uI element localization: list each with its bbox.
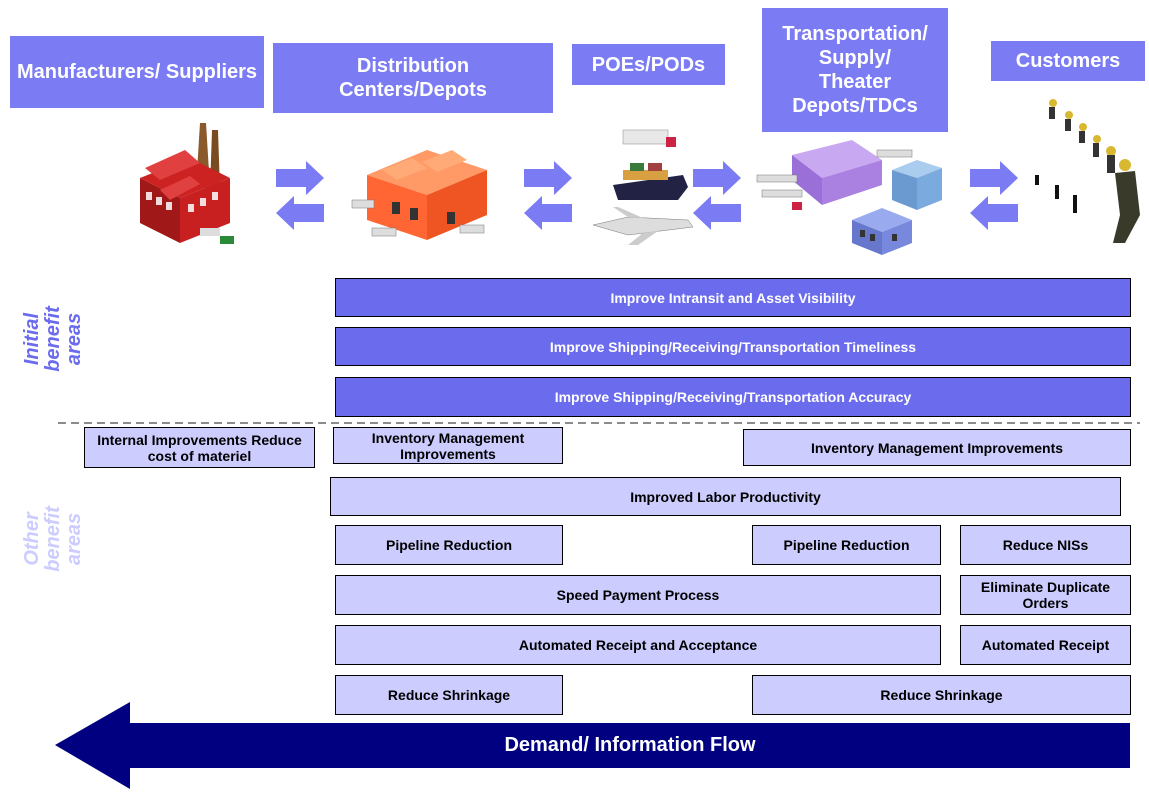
stage-header-distribution: Distribution Centers/Depots xyxy=(273,43,553,113)
benefit-inventory-mgmt-left: Inventory Management Improvements xyxy=(333,427,563,464)
stage-label: Manufacturers/ Suppliers xyxy=(16,61,258,83)
benefit-inventory-mgmt-right: Inventory Management Improvements xyxy=(743,429,1131,466)
benefit-reduce-niss: Reduce NISs xyxy=(960,525,1131,565)
depot-complex-icon xyxy=(756,140,942,255)
stage-header-manufacturers: Manufacturers/ Suppliers xyxy=(10,36,264,108)
transport-vehicles-icon xyxy=(592,129,694,245)
stage-label: Transportation/ Supply/ Theater Depots/T… xyxy=(782,23,928,117)
benefit-accuracy: Improve Shipping/Receiving/Transportatio… xyxy=(335,377,1131,417)
benefit-shrinkage-right: Reduce Shrinkage xyxy=(752,675,1131,715)
warehouse-icon xyxy=(351,150,487,240)
benefit-auto-receipt-acceptance: Automated Receipt and Acceptance xyxy=(335,625,941,665)
benefit-pipeline-right: Pipeline Reduction xyxy=(752,525,941,565)
stage-label: Customers xyxy=(1015,50,1121,72)
benefit-divider xyxy=(58,422,1140,424)
benefit-auto-receipt: Automated Receipt xyxy=(960,625,1131,665)
stage-label: Distribution Centers/Depots xyxy=(339,55,487,101)
factory-icon xyxy=(140,123,234,244)
stage-header-customers: Customers xyxy=(991,41,1145,81)
benefit-internal-improvements: Internal Improvements Reduce cost of mat… xyxy=(84,427,315,468)
benefit-pipeline-left: Pipeline Reduction xyxy=(335,525,563,565)
demand-flow-label: Demand/ Information Flow xyxy=(504,734,756,756)
stage-label: POEs/PODs xyxy=(591,53,706,76)
customers-soldiers-icon xyxy=(1035,99,1140,243)
benefit-timeliness: Improve Shipping/Receiving/Transportatio… xyxy=(335,327,1131,366)
benefit-eliminate-duplicates: Eliminate Duplicate Orders xyxy=(960,575,1131,615)
benefit-labor-productivity: Improved Labor Productivity xyxy=(330,477,1121,516)
benefit-intransit-visibility: Improve Intransit and Asset Visibility xyxy=(335,278,1131,317)
benefit-shrinkage-left: Reduce Shrinkage xyxy=(335,675,563,715)
stage-header-poes: POEs/PODs xyxy=(572,44,725,85)
benefit-speed-payment: Speed Payment Process xyxy=(335,575,941,615)
stage-header-transportation: Transportation/ Supply/ Theater Depots/T… xyxy=(762,8,948,132)
